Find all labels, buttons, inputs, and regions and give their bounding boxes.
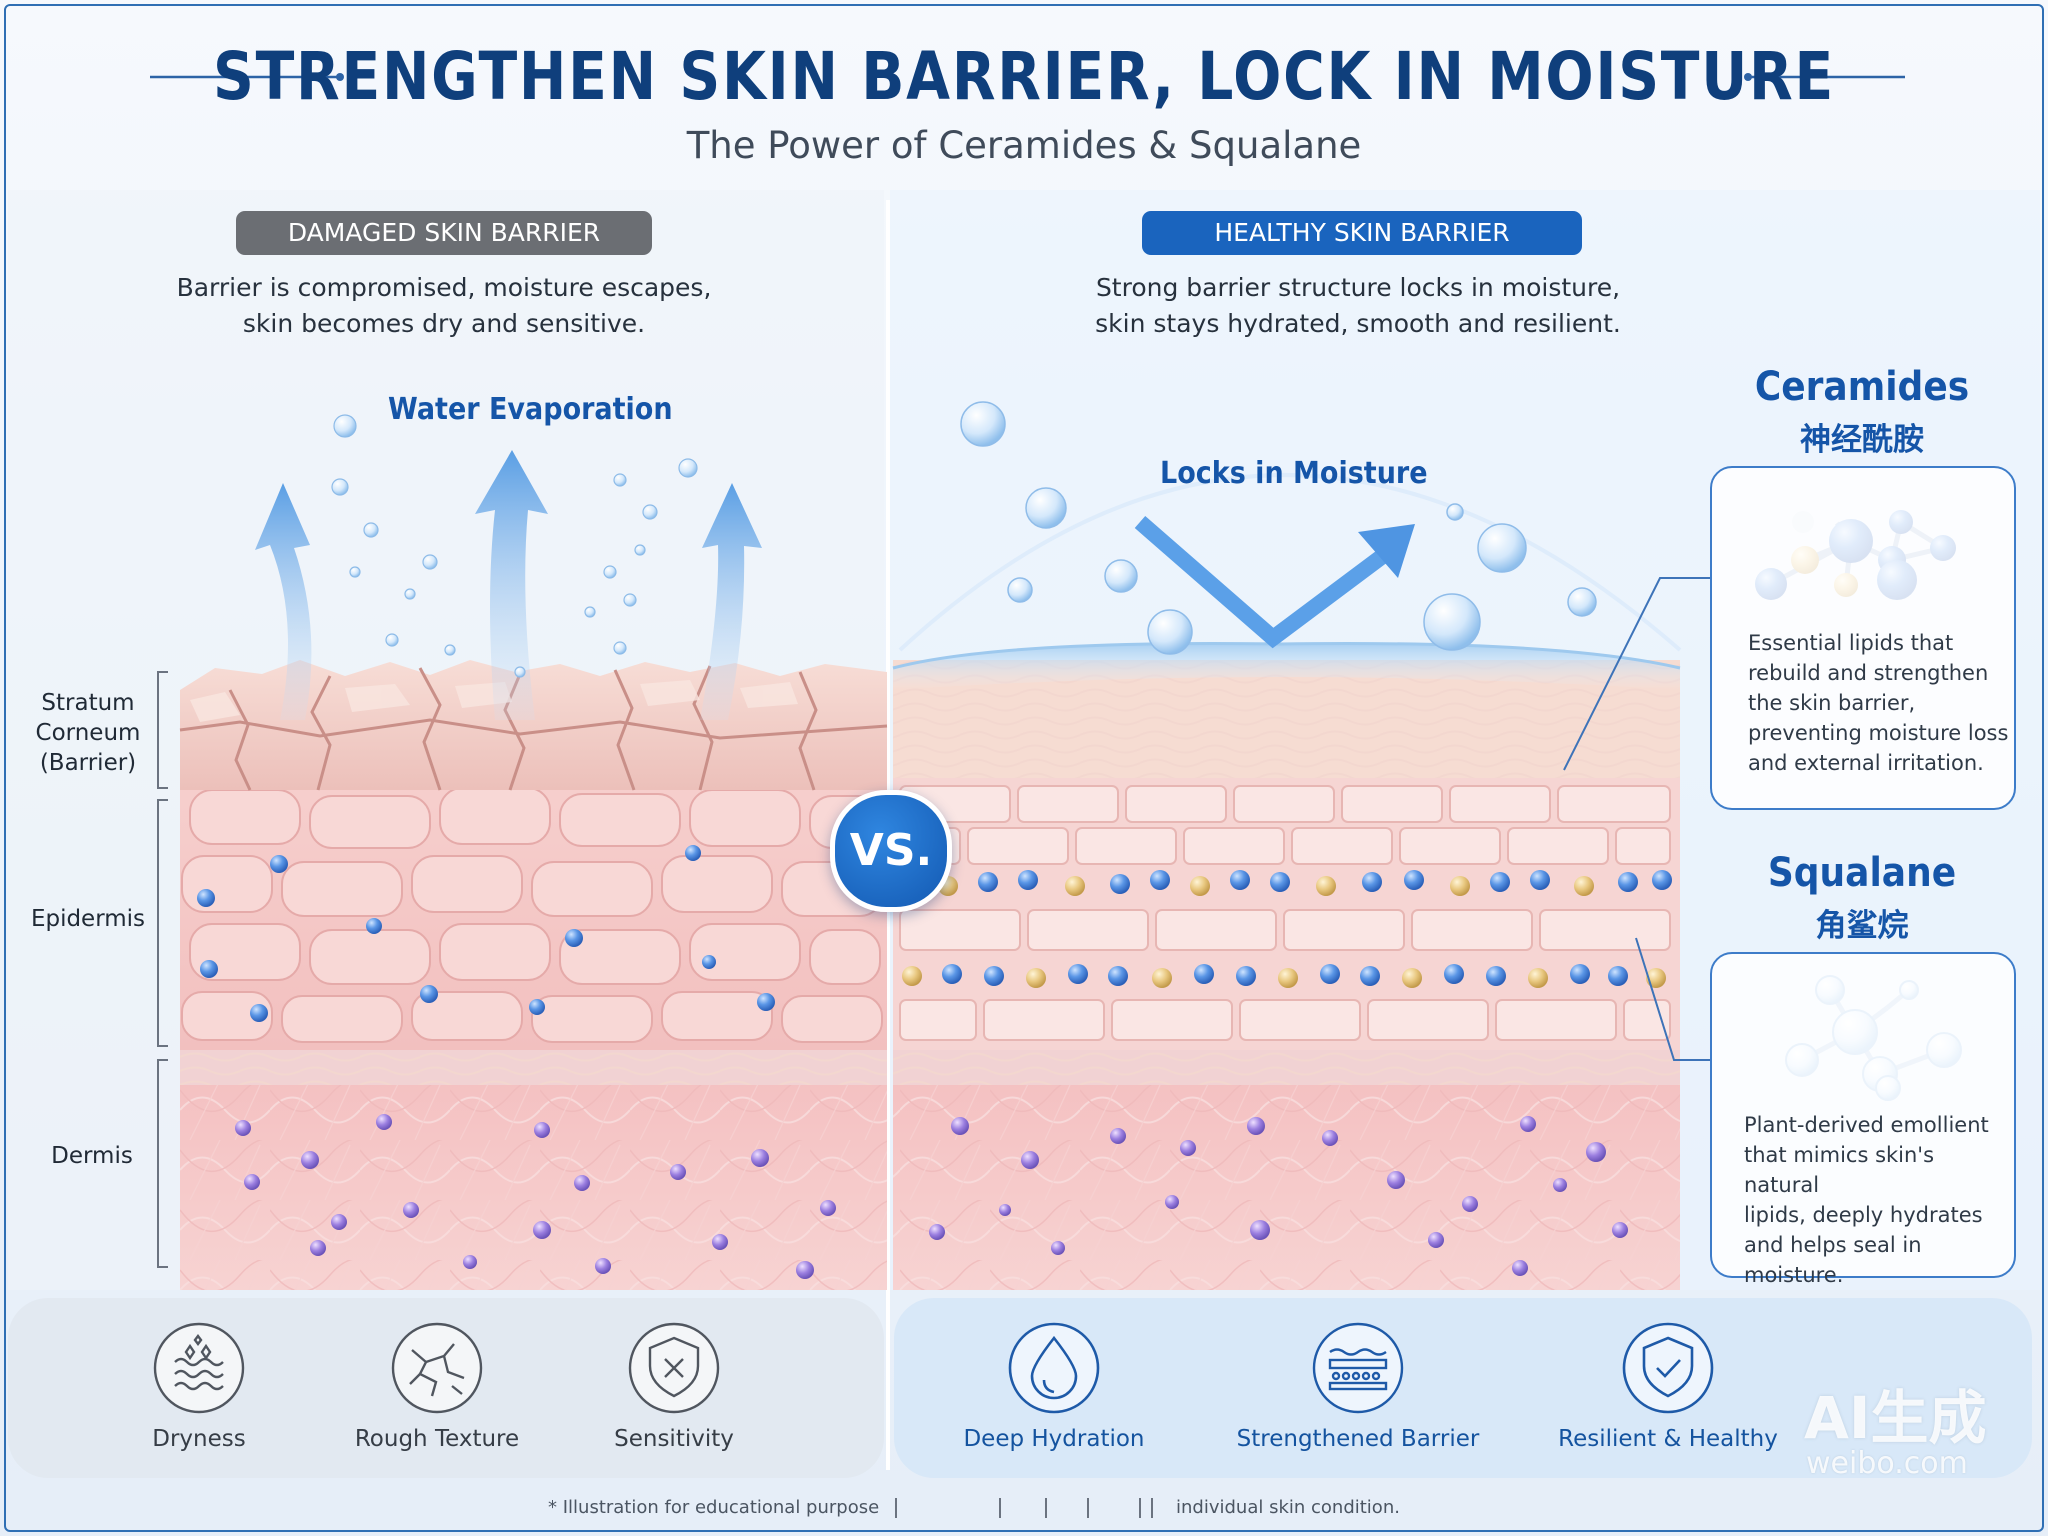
benefit-sensitivity-label: Sensitivity bbox=[614, 1426, 734, 1452]
dryness-icon bbox=[153, 1322, 245, 1414]
benefit-resilient-healthy-label: Resilient & Healthy bbox=[1558, 1426, 1778, 1452]
footnote-left: * Illustration for educational purpose bbox=[548, 1497, 880, 1518]
ceramides-card: Essential lipids that rebuild and streng… bbox=[1710, 466, 2016, 810]
damaged-description-line-2: skin becomes dry and sensitive. bbox=[242, 309, 646, 338]
vs-badge: VS. bbox=[830, 790, 952, 912]
barrier-layers-icon bbox=[1312, 1322, 1404, 1414]
watermark-sub: weibo.com bbox=[1806, 1446, 1968, 1481]
ceramides-line: rebuild and strengthen bbox=[1748, 661, 1989, 685]
ceramides-line: preventing moisture loss bbox=[1748, 721, 2009, 745]
healthy-skin-block bbox=[892, 401, 1710, 1290]
damaged-description-line-1: Barrier is compromised, moisture escapes… bbox=[176, 273, 712, 302]
benefit-dryness-label: Dryness bbox=[152, 1426, 246, 1452]
locks-in-moisture-label: Locks in Moisture bbox=[1160, 456, 1428, 491]
ceramides-line: the skin barrier, bbox=[1748, 691, 1916, 715]
ceramides-title-cn: 神经酰胺 bbox=[1800, 422, 1924, 458]
stratum-corneum-label-line-3: (Barrier) bbox=[39, 750, 137, 776]
ceramides-line: and external irritation. bbox=[1748, 751, 1984, 775]
healthy-description-line-1: Strong barrier structure locks in moistu… bbox=[1095, 273, 1621, 302]
squalane-description: Plant-derived emollient that mimics skin… bbox=[1744, 1110, 2014, 1290]
damaged-skin-block bbox=[157, 414, 888, 1290]
squalane-line: Plant-derived emollient bbox=[1744, 1113, 1989, 1137]
footnote-right: individual skin condition. bbox=[1176, 1497, 1400, 1518]
page-subtitle: The Power of Ceramides & Squalane bbox=[686, 124, 1362, 167]
shield-check-icon bbox=[1622, 1322, 1714, 1414]
ceramides-description: Essential lipids that rebuild and streng… bbox=[1748, 628, 2008, 778]
page-title: STRENGTHEN SKIN BARRIER, LOCK IN MOISTUR… bbox=[213, 38, 1835, 115]
water-drop-icon bbox=[1008, 1322, 1100, 1414]
squalane-title: Squalane bbox=[1767, 850, 1957, 896]
benefit-deep-hydration-label: Deep Hydration bbox=[963, 1426, 1145, 1452]
epidermis-label: Epidermis bbox=[30, 906, 146, 932]
squalane-line: that mimics skin's natural bbox=[1744, 1143, 1935, 1197]
lipid-beads-row-1 bbox=[938, 870, 1672, 896]
ceramides-line: Essential lipids that bbox=[1748, 631, 1954, 655]
stratum-corneum-label-line-1: Stratum bbox=[41, 690, 135, 716]
shield-x-icon bbox=[628, 1322, 720, 1414]
squalane-line: and helps seal in bbox=[1744, 1233, 1922, 1257]
healthy-barrier-badge: HEALTHY SKIN BARRIER bbox=[1142, 211, 1582, 255]
ceramides-title: Ceramides bbox=[1754, 364, 1970, 410]
squalane-card: Plant-derived emollient that mimics skin… bbox=[1710, 952, 2016, 1287]
stratum-corneum-label-line-2: Corneum bbox=[35, 720, 141, 746]
benefit-rough-texture-label: Rough Texture bbox=[354, 1426, 520, 1452]
water-evaporation-label: Water Evaporation bbox=[388, 392, 673, 427]
healthy-description-line-2: skin stays hydrated, smooth and resilien… bbox=[1095, 309, 1621, 338]
dermis-label: Dermis bbox=[51, 1143, 133, 1169]
squalane-line: moisture. bbox=[1744, 1263, 1844, 1287]
squalane-title-cn: 角鲨烷 bbox=[1815, 908, 1909, 944]
damaged-barrier-badge: DAMAGED SKIN BARRIER bbox=[236, 211, 652, 255]
cracked-texture-icon bbox=[391, 1322, 483, 1414]
squalane-line: lipids, deeply hydrates bbox=[1744, 1203, 1983, 1227]
watermark-main: AI生成 bbox=[1804, 1384, 1987, 1452]
benefit-strengthened-barrier-label: Strengthened Barrier bbox=[1236, 1426, 1480, 1452]
